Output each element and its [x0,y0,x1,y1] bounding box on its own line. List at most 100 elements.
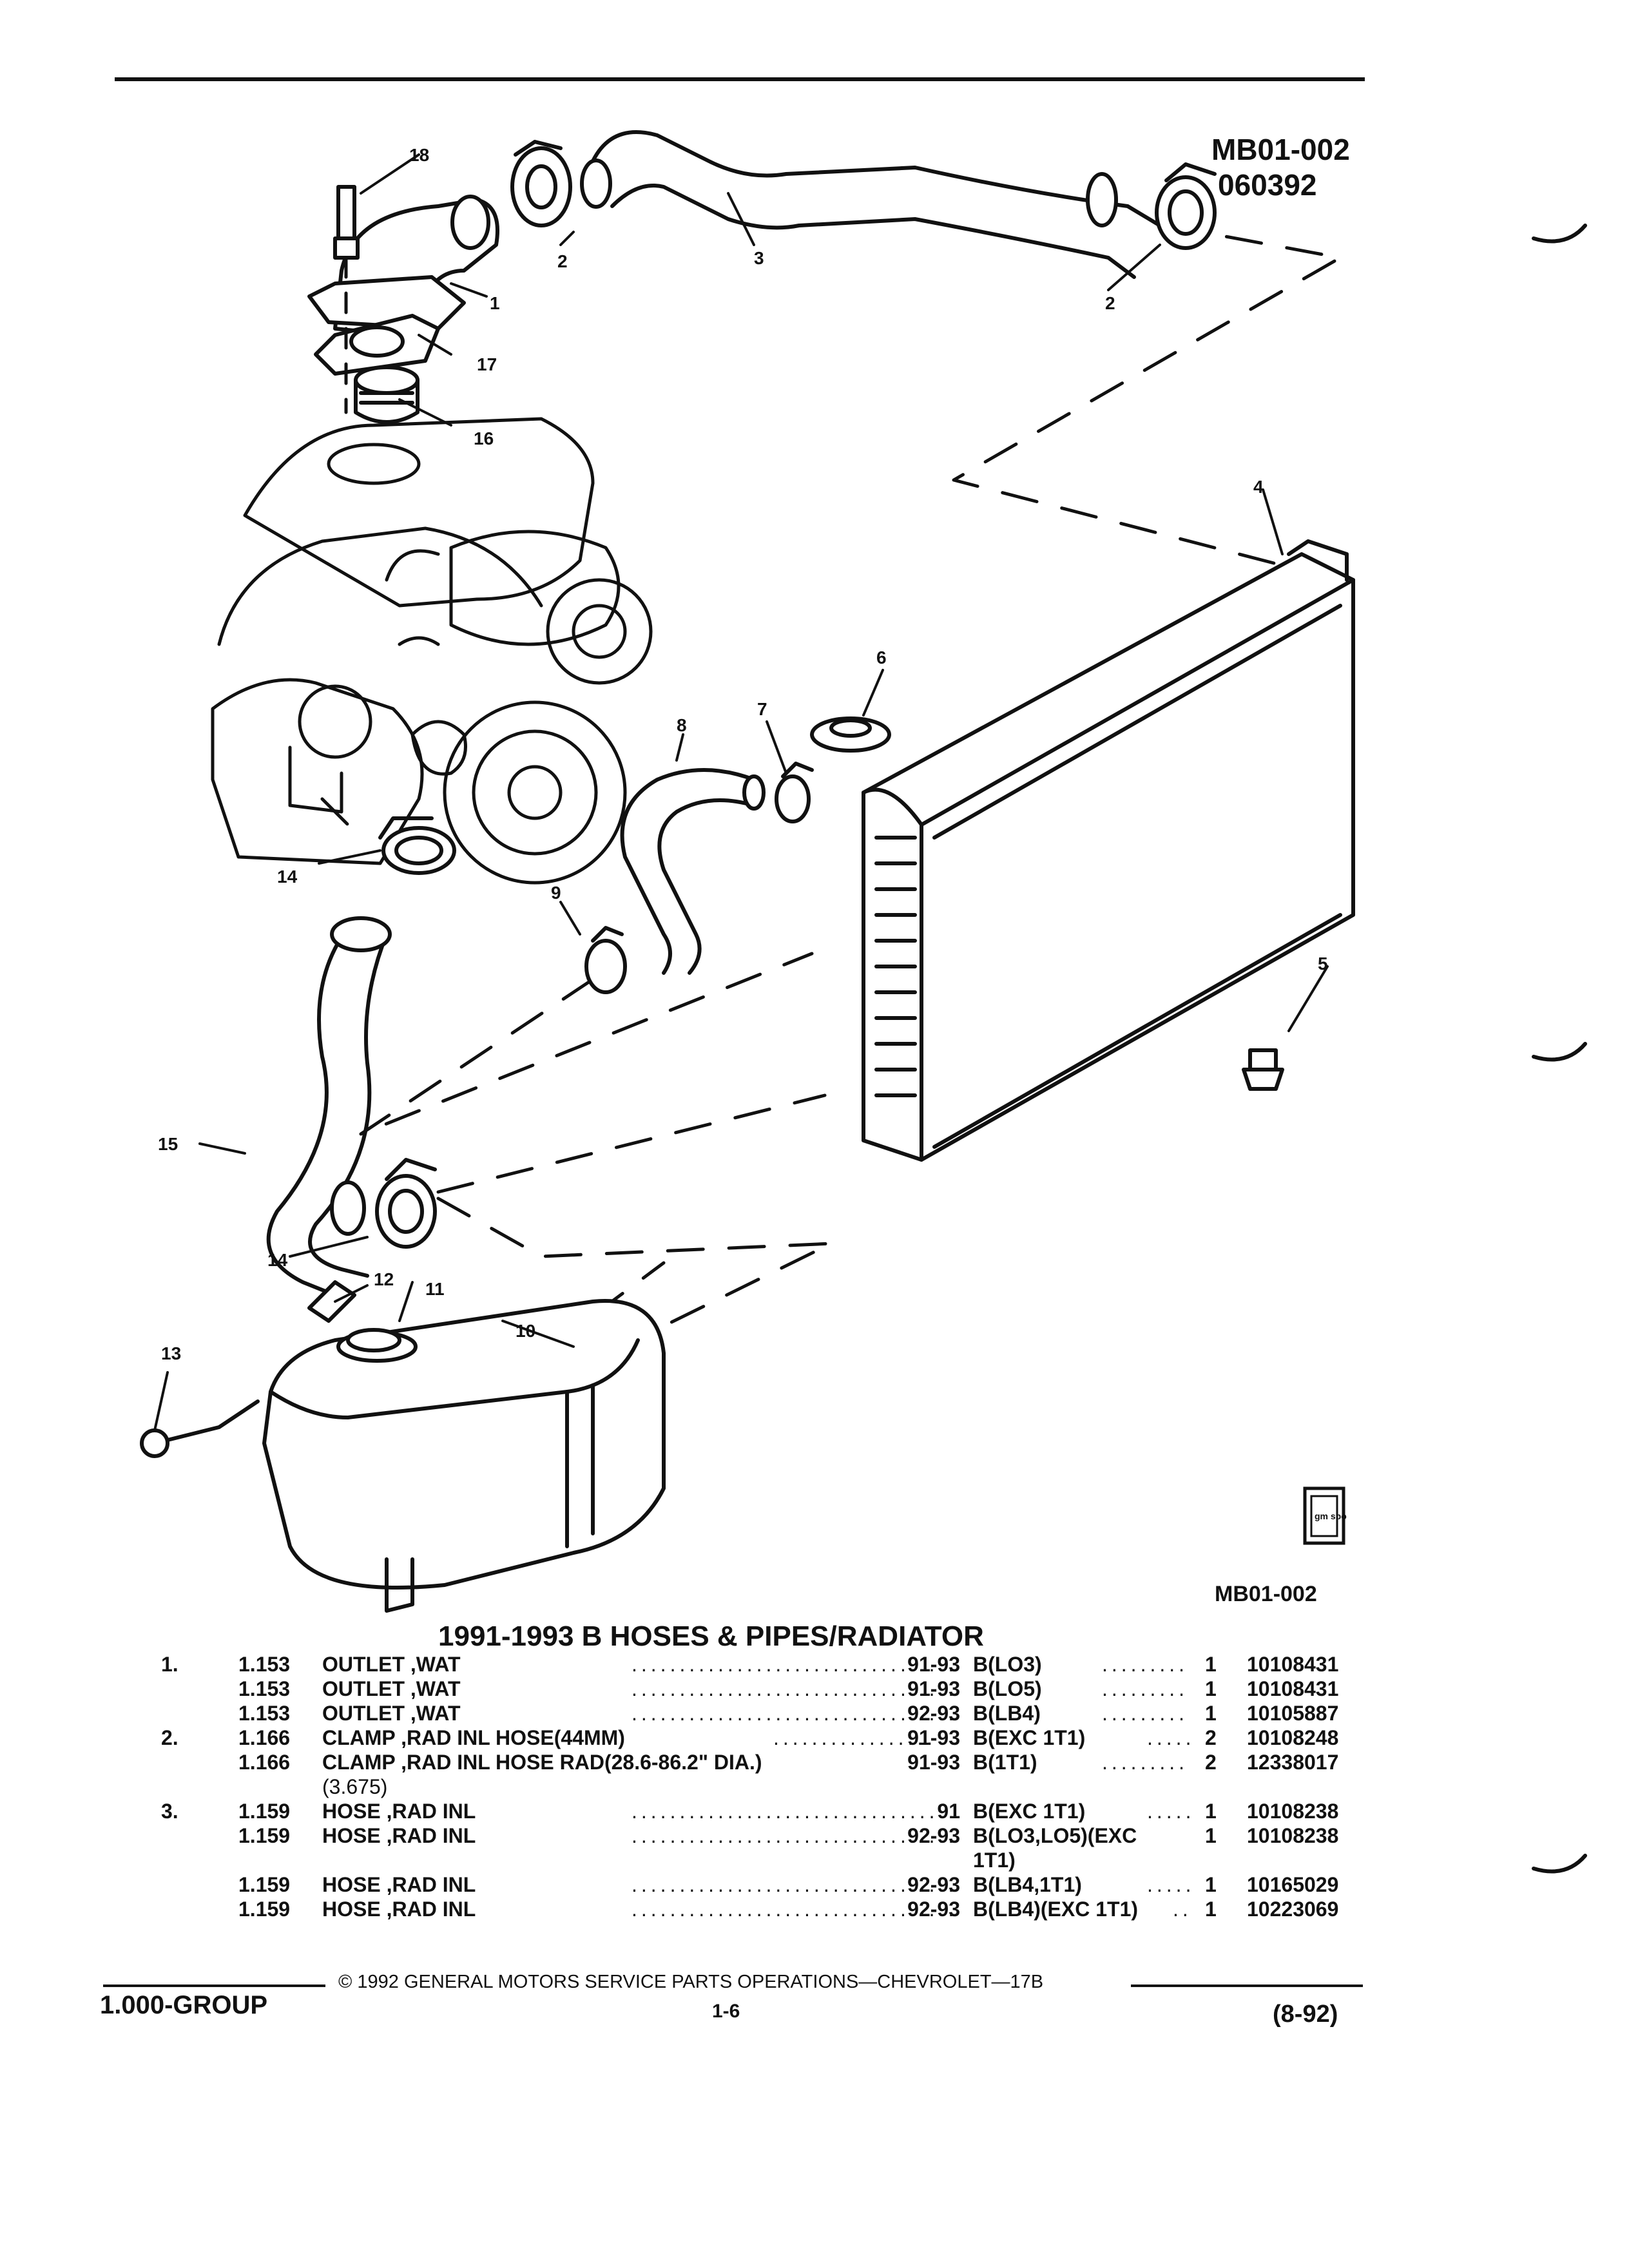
row-model: B(LO3,LO5)(EXC [973,1824,1137,1847]
row-years: 91-93 [907,1677,960,1700]
callout-3: 3 [754,248,764,268]
row-qty: 1 [1205,1677,1217,1700]
radiator-cap-6 [810,716,891,753]
diagram-ref-code: MB01-002 [1211,133,1350,166]
row-qty: 1 [1205,1898,1217,1921]
gasket-17 [314,314,440,376]
row-desc: CLAMP ,RAD INL HOSE(44MM) [322,1726,625,1749]
row-item: 2. [161,1726,178,1749]
row-model: B(LB4,1T1) [973,1873,1082,1896]
callout-14b: 14 [267,1250,288,1270]
row-model: B(EXC 1T1) [973,1726,1086,1749]
callout-10: 10 [516,1321,535,1341]
callout-5: 5 [1318,954,1328,974]
footer-group: 1.000-GROUP [100,1991,268,2019]
leader-lines [153,153,1329,1432]
row-part: 12338017 [1247,1751,1339,1774]
leader-dots: ........................................… [631,1898,954,1921]
table-row: 1.166 CLAMP ,RAD INL HOSE RAD(28.6-86.2"… [116,1751,1424,1775]
row-years: 92-93 [907,1702,960,1725]
row-code: 1.159 [238,1873,291,1896]
row-code: 1.159 [238,1898,291,1921]
row-years: 92-93 [907,1824,960,1847]
row-model: B(EXC 1T1) [973,1800,1086,1823]
clamp-2-right [1155,162,1217,250]
clamp-14-lower [375,1158,437,1249]
leader-dots: ........................................… [631,1824,954,1847]
row-qty: 2 [1205,1751,1217,1774]
row-part: 10108431 [1247,1677,1339,1700]
leader-dots: .. [1173,1898,1192,1921]
drain-cock-5 [1242,1048,1284,1091]
thermostat-16 [354,365,419,424]
clamp-9 [584,926,627,994]
row-years: 92-93 [907,1898,960,1921]
row-item: 3. [161,1800,178,1823]
table-row: 1.159 HOSE ,RAD INL ....................… [116,1898,1424,1922]
row-desc: OUTLET ,WAT [322,1702,461,1725]
row-qty: 2 [1205,1726,1217,1749]
row-qty: 1 [1205,1653,1217,1676]
callout-2: 2 [557,251,568,271]
row-part: 10165029 [1247,1873,1339,1896]
leader-dots: ...... [1147,1873,1192,1896]
row-part: 10108431 [1247,1653,1339,1676]
callout-2b: 2 [1105,293,1115,313]
row-desc: HOSE ,RAD INL [322,1824,476,1847]
diagram-ref-date: 060392 [1218,168,1317,202]
diagram-ref-bottom: MB01-002 [1215,1582,1317,1606]
row-years: 91-93 [907,1751,960,1774]
footer-rule-left [103,1984,325,1987]
row-desc: HOSE ,RAD INL [322,1898,476,1921]
bolt-18 [333,185,360,260]
leader-dots: ............... [1102,1653,1186,1676]
leader-dots: ........................................… [631,1702,954,1725]
leader-dots: ........................................… [631,1653,954,1676]
table-row: 1.159 HOSE ,RAD INL ....................… [116,1824,1424,1849]
leader-dots: ...... [1147,1726,1192,1749]
row-qty: 1 [1205,1702,1217,1725]
row-qty: 1 [1205,1824,1217,1847]
callout-11: 11 [425,1279,445,1299]
row-desc: HOSE ,RAD INL [322,1800,476,1823]
row-code: 1.166 [238,1726,291,1749]
leader-dots: ............... [1102,1702,1186,1725]
callout-8: 8 [677,715,687,735]
nut-13 [140,1399,260,1458]
table-row: 2. 1.166 CLAMP ,RAD INL HOSE(44MM) .....… [116,1726,1424,1751]
callout-4: 4 [1253,477,1264,497]
footer-copyright: © 1992 GENERAL MOTORS SERVICE PARTS OPER… [338,1972,1044,1992]
coolant-reservoir-10 [262,1299,666,1613]
logo-text: gm spo [1315,1511,1347,1521]
callout-7: 7 [757,699,767,719]
leader-dots: ........................................… [631,1873,954,1896]
row-desc: (3.675) [322,1775,388,1798]
clamp-7 [775,762,814,823]
row-years: 91-93 [907,1653,960,1676]
leader-dots: ............... [1102,1677,1186,1700]
row-code: 1.166 [238,1751,291,1774]
table-row: 1.153 OUTLET ,WAT ......................… [116,1677,1424,1702]
row-years: 91 [937,1800,960,1823]
binding-marks [1532,224,1587,1874]
radiator-outlet-hose-15 [266,916,392,1297]
callout-12: 12 [374,1269,394,1289]
row-part: 10108248 [1247,1726,1339,1749]
table-row: 1T1) [116,1849,1424,1873]
table-row: 3. 1.159 HOSE ,RAD INL .................… [116,1800,1424,1824]
row-model: B(1T1) [973,1751,1037,1774]
row-code: 1.153 [238,1653,291,1676]
clamp-14-upper [378,816,456,875]
row-desc: OUTLET ,WAT [322,1653,461,1676]
row-item: 1. [161,1653,178,1676]
top-rule [115,77,1365,81]
table-title: 1991-1993 B HOSES & PIPES/RADIATOR [438,1620,984,1652]
callout-17: 17 [477,354,497,374]
gm-spo-logo: gm spo [1303,1486,1347,1545]
row-years: 92-93 [907,1873,960,1896]
table-row: 1.153 OUTLET ,WAT ......................… [116,1702,1424,1726]
row-model: B(LB4)(EXC 1T1) [973,1898,1139,1921]
table-row: 1. 1.153 OUTLET ,WAT ...................… [116,1653,1424,1677]
row-code: 1.159 [238,1800,291,1823]
